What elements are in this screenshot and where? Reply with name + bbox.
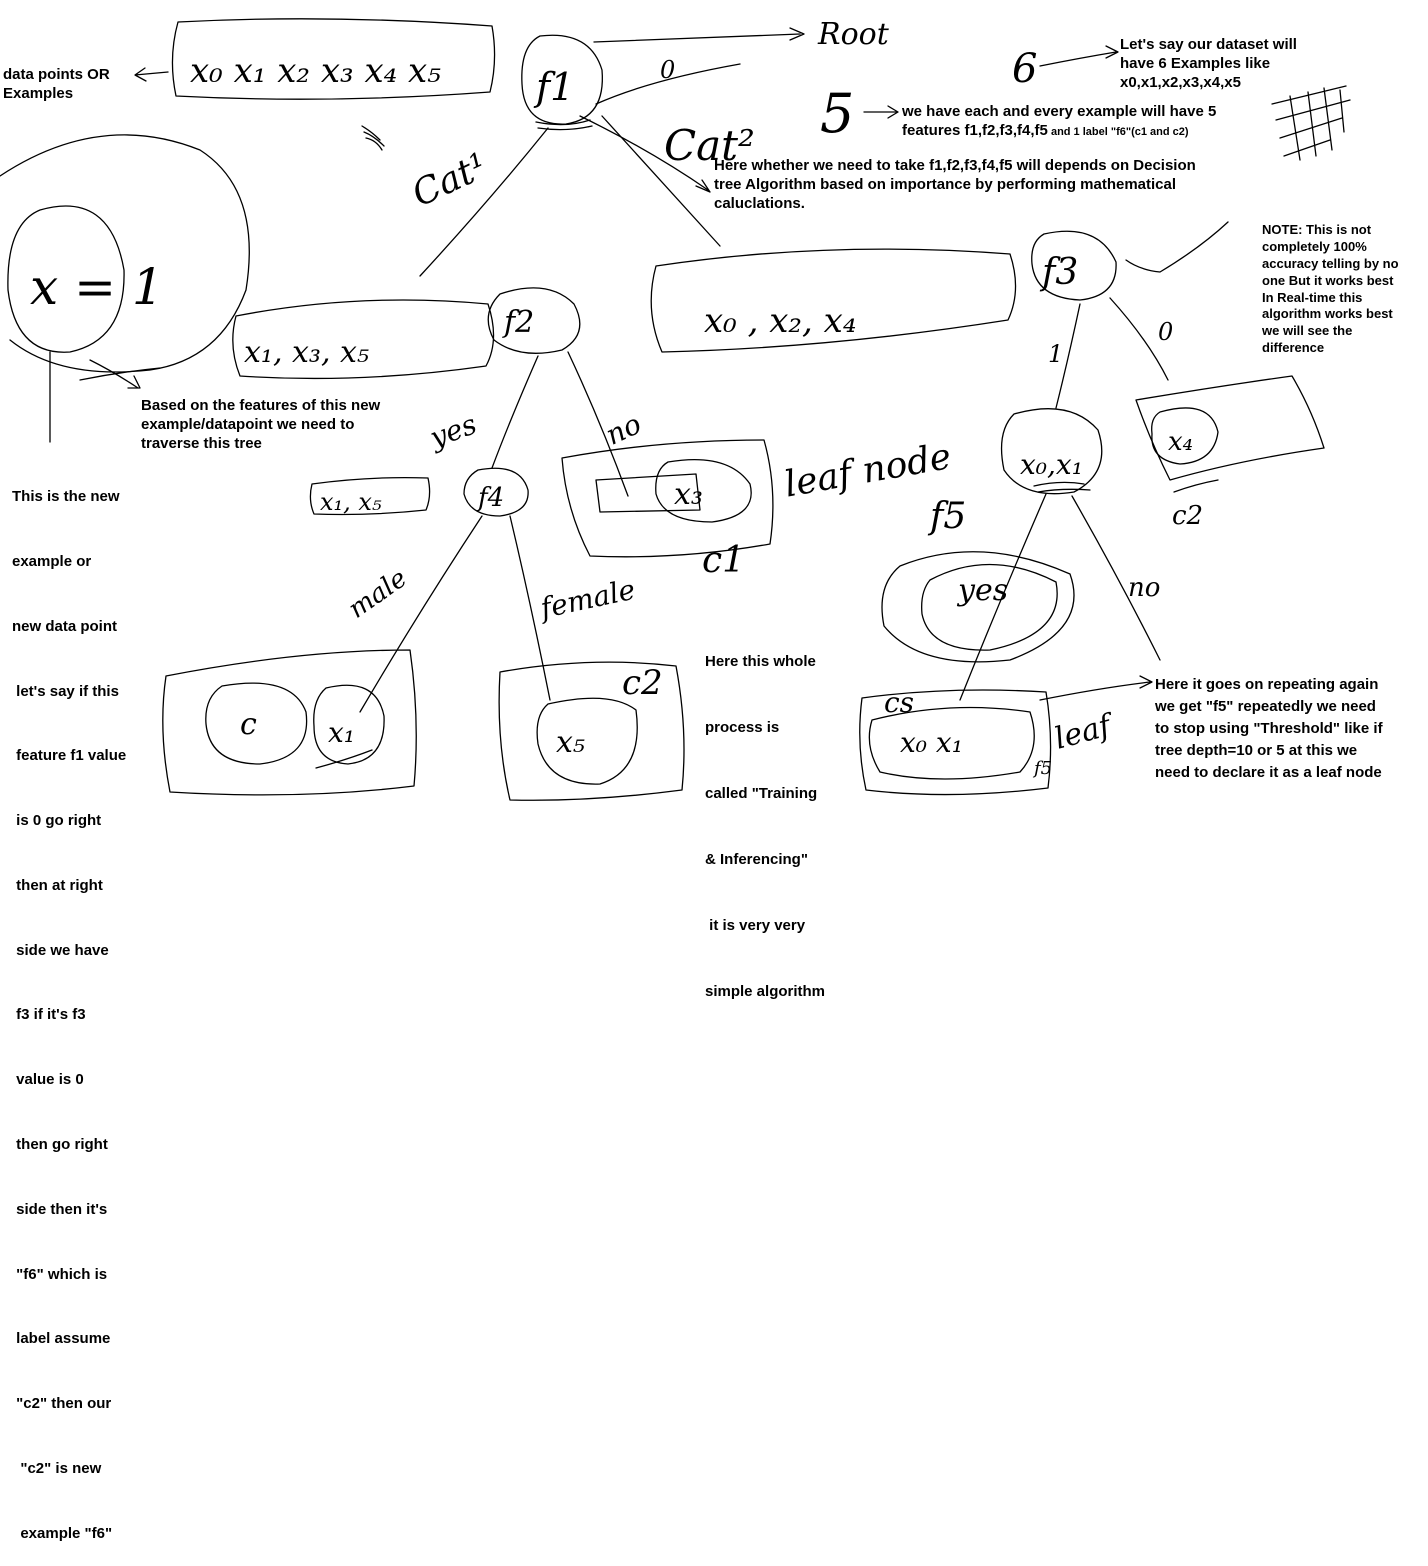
c-left-label: c <box>240 707 257 742</box>
x4-text: x₄ <box>1168 427 1193 457</box>
f3-one-label: 1 <box>1048 340 1063 368</box>
x0x1-node-circle <box>1000 408 1103 495</box>
f3-top-line <box>1125 221 1229 273</box>
x0x1-scribble <box>1033 481 1091 493</box>
c2-right-label: c2 <box>1172 501 1203 531</box>
root-word: Root <box>817 17 890 52</box>
x5-text: x₅ <box>556 725 585 760</box>
x0x1-bottom-text: x₀ x₁ <box>900 726 963 759</box>
x3-leaf-box <box>561 439 774 558</box>
five-label: 5 <box>820 82 854 145</box>
bottom-left-leaf-box <box>162 649 417 796</box>
data-row-text: x₀ x₁ x₂ x₃ x₄ x₅ <box>190 51 441 91</box>
f3-zero-label: 0 <box>1158 318 1173 346</box>
data-row-box <box>171 18 496 100</box>
female-label: female <box>536 573 638 626</box>
bottom-leaf-inner-ellipse <box>868 706 1035 780</box>
f4-label: f4 <box>476 483 504 513</box>
f2-left-branch <box>491 355 539 469</box>
f1-label: f1 <box>533 65 574 109</box>
x3-circle <box>655 459 752 523</box>
x3-text: x₃ <box>674 477 703 512</box>
x4-circle <box>1151 407 1219 465</box>
six-label: 6 <box>1012 46 1037 92</box>
f4-left-branch <box>359 515 483 713</box>
diagram-canvas: x₀ x₁ x₂ x₃ x₄ x₅ f1 Root 0 Cat² 5 6 Cat… <box>0 17 1351 801</box>
new-point-underline <box>79 367 161 381</box>
training-note: Here this whole process is called "Train… <box>705 653 826 1000</box>
yes-label: yes <box>424 407 481 455</box>
x1-bottom-circle <box>313 684 385 765</box>
x-eq-1-label: x = 1 <box>30 258 164 316</box>
f3-label: f3 <box>1039 252 1078 293</box>
arrow-to-decision-text <box>579 115 711 193</box>
x0x1-text: x₀,x₁ <box>1020 448 1083 481</box>
x135-text: x₁, x₃, x₅ <box>244 335 369 370</box>
leaf-bottom-label: leaf <box>1051 707 1119 757</box>
hatch-scribble <box>1271 85 1351 161</box>
f3-node-circle <box>1031 230 1117 301</box>
arrow-to-repeating-note <box>1039 675 1153 701</box>
x024-text: x₀ , x₂, x₄ <box>704 301 856 341</box>
new-example-note: This is the new example or new data poin… <box>12 488 127 1542</box>
no-right-label: no <box>1128 573 1160 603</box>
arrow-six-dataset <box>1039 45 1119 67</box>
c2-bottom-label: c2 <box>622 663 663 703</box>
no-label: no <box>601 407 647 452</box>
f3-left-branch <box>1055 303 1081 409</box>
f2-node-circle <box>487 287 581 354</box>
f4-right-branch <box>509 515 551 701</box>
traverse-note: Based on the features of this new exampl… <box>141 397 381 453</box>
f5-yes-outer-ellipse <box>881 551 1075 663</box>
dataset-note: Let's say our dataset will have 6 Exampl… <box>1120 36 1297 92</box>
x0x1-to-yes-line <box>959 493 1047 701</box>
cat1-label: Cat¹ <box>406 145 494 215</box>
f5-small-label: f5 <box>1032 758 1052 779</box>
x5-circle <box>536 697 638 785</box>
x4-underline <box>1173 479 1219 493</box>
x3-inner-rect <box>595 473 701 513</box>
arrow-to-data-points <box>134 67 169 82</box>
features-note: we have each and every example will have… <box>902 103 1217 140</box>
f1-underline <box>535 119 593 131</box>
c1-label: c1 <box>702 540 745 581</box>
arrow-five-features <box>863 105 899 119</box>
scribble-mark <box>361 125 385 151</box>
c-circle <box>205 682 308 765</box>
x4-leaf-box <box>1135 375 1325 481</box>
line-to-right-branch <box>601 115 721 247</box>
new-point-inner-circle <box>7 205 125 353</box>
f4-node-circle <box>463 467 529 517</box>
f5-yes-inner-ellipse <box>921 563 1058 651</box>
repeating-note: Here it goes on repeating again we get "… <box>1155 676 1383 781</box>
new-point-big-circle <box>0 134 250 373</box>
arrow-to-root <box>593 27 805 43</box>
root-right-line <box>595 63 741 105</box>
leaf-node-mid-label: leaf node <box>781 436 954 506</box>
f2-label: f2 <box>502 305 534 340</box>
f3-right-branch <box>1109 297 1169 381</box>
f5-label: f5 <box>927 496 966 537</box>
bottom-leaf-outer-box <box>859 689 1052 796</box>
cat2-label: Cat² <box>664 121 755 170</box>
x1x5-box <box>309 476 431 516</box>
male-label: male <box>343 563 413 624</box>
x1-bottom-text: x₁ <box>328 716 355 749</box>
x5-leaf-box <box>498 661 685 801</box>
arrow-new-point-right <box>89 359 141 389</box>
data-points-note: data points OR Examples <box>3 66 110 103</box>
decision-note: Here whether we need to take f1,f2,f3,f4… <box>714 157 1196 213</box>
zero-top-label: 0 <box>660 56 675 84</box>
x1x5-text: x₁, x₅ <box>320 488 382 516</box>
accuracy-note: NOTE: This is not completely 100% accura… <box>1262 222 1399 356</box>
x1-bottom-underline <box>315 749 373 769</box>
x024-box <box>650 248 1017 353</box>
x0x1-to-no-line <box>1071 495 1161 661</box>
x135-box <box>232 299 495 380</box>
line-to-left-branch <box>419 127 549 277</box>
